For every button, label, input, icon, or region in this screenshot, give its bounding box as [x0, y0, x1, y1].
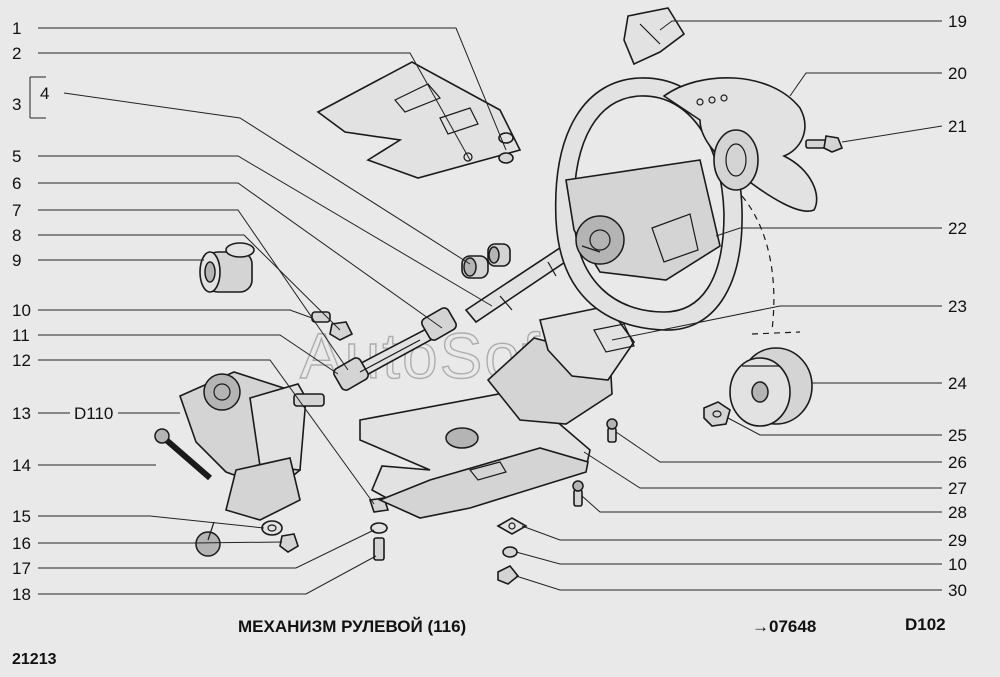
callout-right-8: 26 — [948, 453, 967, 472]
callout-left-14: 14 — [12, 456, 31, 475]
callout-left-2: 2 — [12, 44, 21, 63]
callout-right-5: 23 — [948, 297, 967, 316]
callout-left-9: 9 — [12, 251, 21, 270]
callout-left-13: 13 — [12, 404, 31, 423]
slip-ring-part — [729, 347, 813, 427]
callout-right-6: 24 — [948, 374, 967, 393]
leader-lines — [29, 20, 943, 595]
callout-left-5: 5 — [12, 147, 21, 166]
callout-left-3: 3 — [12, 95, 21, 114]
screw-part — [805, 135, 844, 153]
diagram-title: МЕХАНИЗМ РУЛЕВОЙ (116) — [238, 617, 467, 636]
callout-right-1: 19 — [948, 12, 967, 31]
intermediate-shaft-part — [333, 307, 457, 391]
washer-part — [496, 517, 528, 535]
steering-gearbox-part — [179, 371, 325, 557]
callout-left-15: 15 — [12, 507, 31, 526]
callout-left-6: 6 — [12, 174, 21, 193]
callout-right-10: 28 — [948, 503, 967, 522]
shaft-bushings-part — [461, 243, 511, 279]
horn-cover-part — [662, 76, 818, 212]
clip-part — [623, 7, 686, 66]
callout-left-11: 11 — [12, 326, 30, 345]
callout-right-11: 29 — [948, 531, 967, 550]
callout-right-13: 30 — [948, 581, 967, 600]
nut-part — [279, 533, 299, 553]
callout-left-18: 18 — [12, 585, 31, 604]
callout-left-17: 17 — [12, 559, 31, 578]
callout-right-3: 21 — [948, 117, 967, 136]
callout-left-16: 16 — [12, 534, 31, 553]
nut-part — [703, 401, 731, 427]
callout-left-8: 8 — [12, 226, 21, 245]
nut-part — [502, 546, 518, 558]
bolt-part — [154, 428, 212, 481]
callout-right-2: 20 — [948, 64, 967, 83]
washer-part — [261, 520, 283, 536]
subgroup-label: D110 — [74, 404, 113, 423]
column-shroud-part — [486, 305, 635, 425]
screw-part — [606, 418, 618, 443]
sheet-code: D102 — [905, 615, 946, 634]
model-code: 21213 — [12, 651, 57, 668]
callout-left-1: 1 — [12, 19, 21, 38]
callout-left-10: 10 — [12, 301, 31, 320]
callout-right-7: 25 — [948, 426, 967, 445]
callout-left-4: 4 — [40, 84, 49, 103]
callout-right-4: 22 — [948, 219, 967, 238]
reference-number: →07648 — [752, 617, 817, 636]
callout-left-7: 7 — [12, 201, 21, 220]
bolt-part — [368, 497, 390, 561]
callout-right-9: 27 — [948, 479, 967, 498]
screw-part — [572, 480, 584, 507]
callout-numbers-right: 19 20 21 22 23 24 25 26 27 28 29 10 30 — [948, 12, 967, 600]
callout-left-12: 12 — [12, 351, 31, 370]
heat-shield-part — [316, 61, 522, 179]
nut-part — [497, 564, 520, 585]
callout-right-12: 10 — [948, 555, 967, 574]
rubber-bushing-part — [199, 242, 255, 293]
nut-part — [498, 132, 514, 164]
